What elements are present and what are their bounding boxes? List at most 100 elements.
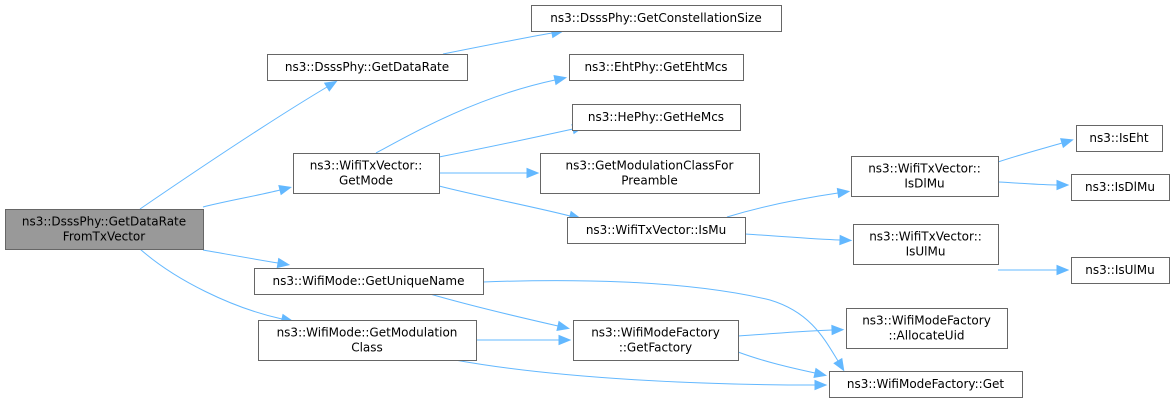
- node-get[interactable]: ns3::WifiModeFactory::Get: [829, 371, 1023, 398]
- node-box: [853, 224, 999, 265]
- node-label: ns3::WifiModeFactory: [591, 326, 720, 340]
- edge-isdlmu-to-isdlmu2: [997, 179, 1070, 191]
- arrowhead-icon: [814, 379, 828, 391]
- edge-root-to-uniquename: [202, 249, 291, 269]
- node-label: ::AllocateUid: [888, 329, 964, 343]
- edge-line: [139, 248, 283, 320]
- edge-getmodclass-to-getfactory: [476, 334, 572, 346]
- node-label: ns3::IsUlMu: [1085, 263, 1154, 277]
- node-getmode[interactable]: ns3::WifiTxVector::GetMode: [293, 153, 440, 194]
- node-label: ns3::IsEht: [1089, 131, 1149, 145]
- node-label: ns3::DsssPhy::GetConstellationSize: [550, 11, 761, 25]
- edge-uniquename-to-getfactory: [429, 293, 571, 332]
- node-label: ns3::WifiModeFactory: [862, 314, 991, 328]
- node-box: [829, 371, 1023, 398]
- edge-ismu-to-isdlmu: [726, 187, 851, 218]
- node-box: [1071, 174, 1170, 201]
- node-box: [540, 153, 760, 194]
- node-constsize[interactable]: ns3::DsssPhy::GetConstellationSize: [531, 5, 782, 32]
- arrowhead-icon: [836, 187, 851, 199]
- arrowhead-icon: [278, 185, 292, 196]
- node-label: IsDlMu: [904, 177, 944, 191]
- edge-getmode-to-hemcs: [438, 123, 586, 158]
- edge-line: [438, 185, 571, 217]
- node-label: FromTxVector: [63, 230, 145, 244]
- node-ehtmcs[interactable]: ns3::EhtPhy::GetEhtMcs: [569, 54, 744, 81]
- node-isdlmu2[interactable]: ns3::IsDlMu: [1071, 174, 1170, 201]
- node-label: IsUlMu: [906, 245, 946, 259]
- node-box: [573, 320, 739, 361]
- arrowhead-icon: [1056, 264, 1070, 276]
- node-getfactory[interactable]: ns3::WifiModeFactory::GetFactory: [573, 320, 739, 361]
- node-isulmu[interactable]: ns3::WifiTxVector::IsUlMu: [853, 224, 999, 265]
- node-box: [572, 104, 741, 131]
- node-label: ns3::WifiTxVector::: [868, 162, 981, 176]
- node-label: ns3::EhtPhy::GetEhtMcs: [584, 60, 727, 74]
- node-box: [567, 217, 746, 244]
- arrowhead-icon: [558, 334, 572, 346]
- arrowhead-icon: [1056, 179, 1070, 191]
- node-box: [258, 320, 477, 361]
- edge-line: [997, 142, 1063, 163]
- node-uniquename[interactable]: ns3::WifiMode::GetUniqueName: [254, 268, 484, 295]
- node-box: [569, 54, 744, 81]
- edge-getdatarate-to-constsize: [442, 27, 565, 55]
- node-box: [267, 54, 468, 81]
- edge-line: [737, 351, 816, 374]
- node-getmodclass[interactable]: ns3::WifiMode::GetModulationClass: [258, 320, 477, 361]
- node-label: GetMode: [339, 174, 393, 188]
- edge-isulmu-to-isulmu2: [998, 264, 1070, 276]
- edge-ismu-to-isulmu: [744, 233, 853, 246]
- node-iseht[interactable]: ns3::IsEht: [1076, 125, 1163, 152]
- node-label: ns3::WifiTxVector::: [310, 159, 423, 173]
- node-ismu[interactable]: ns3::WifiTxVector::IsMu: [567, 217, 746, 244]
- edge-line: [744, 233, 841, 241]
- nodes-layer: ns3::DsssPhy::GetDataRateFromTxVectorns3…: [5, 5, 1170, 398]
- node-box: [1076, 125, 1163, 152]
- edge-line: [438, 128, 574, 158]
- node-label: ns3::DsssPhy::GetDataRate: [285, 60, 449, 74]
- node-label: Preamble: [621, 174, 677, 188]
- edge-getfactory-to-allocuid: [737, 324, 845, 337]
- node-isdlmu[interactable]: ns3::WifiTxVector::IsDlMu: [851, 156, 999, 197]
- node-box: [531, 5, 782, 32]
- edge-line: [202, 189, 281, 208]
- arrowhead-icon: [831, 324, 845, 336]
- node-box: [293, 153, 440, 194]
- node-label: ns3::GetModulationClassFor: [566, 159, 734, 173]
- node-label: ns3::WifiTxVector::IsMu: [586, 223, 726, 237]
- arrowhead-icon: [323, 80, 338, 92]
- node-allocuid[interactable]: ns3::WifiModeFactory::AllocateUid: [846, 308, 1008, 349]
- node-label: ns3::IsDlMu: [1085, 180, 1155, 194]
- edge-getmodclass-to-get: [454, 359, 828, 391]
- arrowhead-icon: [833, 357, 845, 372]
- node-hemcs[interactable]: ns3::HePhy::GetHeMcs: [572, 104, 741, 131]
- edge-root-to-getdatarate: [139, 80, 338, 210]
- node-label: ns3::WifiMode::GetModulation: [277, 326, 458, 340]
- node-box: [851, 156, 999, 197]
- node-label: ::GetFactory: [619, 341, 692, 355]
- node-label: ns3::HePhy::GetHeMcs: [588, 110, 724, 124]
- arrowhead-icon: [839, 234, 853, 246]
- edge-line: [442, 32, 553, 55]
- node-box: [846, 308, 1008, 349]
- arrowhead-icon: [526, 167, 540, 179]
- edge-line: [454, 359, 816, 386]
- node-label: ns3::DsssPhy::GetDataRate: [22, 215, 186, 229]
- arrowhead-icon: [556, 320, 571, 332]
- edge-line: [429, 293, 559, 327]
- edge-getmode-to-ehtmcs: [375, 74, 568, 154]
- edge-isdlmu-to-iseht: [997, 138, 1074, 163]
- node-label: ns3::WifiMode::GetUniqueName: [273, 274, 465, 288]
- arrowhead-icon: [1060, 138, 1074, 149]
- edge-line: [375, 79, 556, 154]
- node-isulmu2[interactable]: ns3::IsUlMu: [1071, 257, 1170, 284]
- arrowhead-icon: [553, 74, 568, 86]
- edge-line: [726, 192, 839, 218]
- node-getdatarate[interactable]: ns3::DsssPhy::GetDataRate: [267, 54, 468, 81]
- edge-line: [202, 249, 279, 264]
- node-label: ns3::WifiModeFactory::Get: [847, 377, 1004, 391]
